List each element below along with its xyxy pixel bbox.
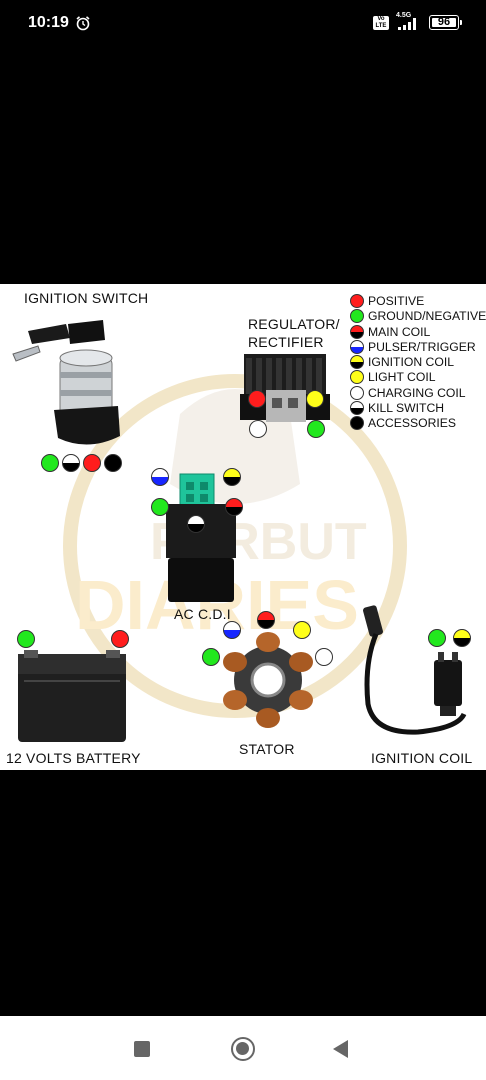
legend-dot-positive xyxy=(350,294,364,308)
battery-green-dot xyxy=(17,630,35,648)
battery-icon: 96 xyxy=(429,15,462,30)
legend-label: LIGHT COIL xyxy=(368,370,436,385)
label-rectifier: RECTIFIER xyxy=(248,334,324,350)
navigation-bar xyxy=(0,1016,486,1080)
label-battery: 12 VOLTS BATTERY xyxy=(6,750,141,766)
legend-label: ACCESSORIES xyxy=(368,416,457,431)
stator-charging-coil-dot xyxy=(315,648,333,666)
regulator-yellow-dot xyxy=(306,390,324,408)
stator-pulser-dot xyxy=(223,621,241,639)
legend-label: GROUND/NEGATIVE xyxy=(368,309,486,324)
regulator-green-dot xyxy=(307,420,325,438)
network-type: 4.5G xyxy=(396,12,412,19)
ignition-coil-yellow-black-dot xyxy=(453,629,471,647)
legend-dot-ground xyxy=(350,309,364,324)
legend-dot-accessories xyxy=(350,416,364,431)
battery-level: 96 xyxy=(437,16,451,28)
legend-label: MAIN COIL xyxy=(368,324,431,339)
label-ignition-coil: IGNITION COIL xyxy=(371,750,473,766)
cdi-main-coil-dot xyxy=(225,498,243,516)
stator-image xyxy=(223,632,313,728)
legend-dot-pulser xyxy=(350,339,364,354)
ac-cdi-image xyxy=(166,473,236,602)
label-stator: STATOR xyxy=(239,741,295,757)
ignition-switch-kill-dot xyxy=(62,454,80,472)
regulator-white-dot xyxy=(249,420,267,438)
legend-label: CHARGING COIL xyxy=(368,385,466,400)
legend-dot-ignition-coil xyxy=(350,355,364,370)
stator-ground-dot xyxy=(202,648,220,666)
battery-image xyxy=(18,650,126,742)
ignition-coil-image xyxy=(363,605,467,735)
ignition-switch-black-dot xyxy=(104,454,122,472)
regulator-red-dot xyxy=(248,390,266,408)
alarm-icon xyxy=(76,16,90,31)
stator-light-coil-dot xyxy=(293,621,311,639)
recent-apps-button[interactable] xyxy=(134,1041,150,1057)
back-button[interactable] xyxy=(333,1040,348,1058)
status-time: 10:19 xyxy=(28,14,69,31)
ignition-switch-green-dot xyxy=(41,454,59,472)
ignition-switch-red-dot xyxy=(83,454,101,472)
legend-label: IGNITION COIL xyxy=(368,355,454,370)
cdi-ignition-coil-dot xyxy=(223,468,241,486)
legend-label: POSITIVE xyxy=(368,294,425,308)
legend-label: PULSER/TRIGGER xyxy=(368,339,476,354)
legend-dot-kill-switch xyxy=(350,401,364,416)
cdi-kill-switch-dot xyxy=(187,515,205,533)
label-ignition-switch: IGNITION SWITCH xyxy=(24,290,149,306)
label-ac-cdi: AC C.D.I xyxy=(174,606,231,622)
legend-dot-main-coil xyxy=(350,324,364,339)
home-button[interactable] xyxy=(231,1037,255,1061)
wiring-diagram: PURBUT DIARIES IGNITION SWITCH REGULATOR… xyxy=(0,284,486,770)
battery-red-dot xyxy=(111,630,129,648)
label-regulator: REGULATOR/ xyxy=(248,316,340,332)
ignition-coil-green-dot xyxy=(428,629,446,647)
cdi-pulser-dot xyxy=(151,468,169,486)
legend-dot-charging-coil xyxy=(350,385,364,400)
signal-icon xyxy=(398,18,416,30)
stator-main-coil-dot xyxy=(257,611,275,629)
legend-label: KILL SWITCH xyxy=(368,401,445,416)
ignition-switch-image xyxy=(12,320,120,445)
legend-dot-light-coil xyxy=(350,370,364,385)
cdi-ground-dot xyxy=(151,498,169,516)
